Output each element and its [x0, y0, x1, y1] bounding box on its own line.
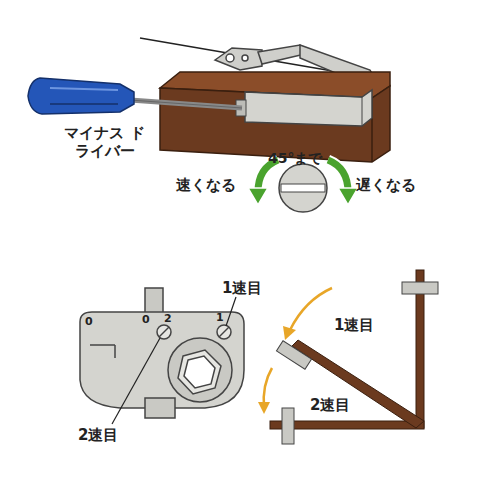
angle-label: 45°まで — [268, 150, 322, 167]
speed-label: 1速目 — [334, 316, 374, 334]
valve-body — [80, 288, 244, 418]
tool-label: マイナス ドライバー — [62, 124, 147, 160]
adjust-screw — [279, 164, 327, 212]
speed-label: 2速目 — [310, 396, 350, 414]
closing-arrows — [258, 288, 332, 414]
direction-label: 速くなる — [176, 176, 236, 194]
callout-label: 1速目 — [222, 279, 262, 297]
leader-line — [112, 338, 160, 424]
scale-number: 1 — [216, 311, 224, 324]
door-plan — [270, 270, 438, 444]
leader-line — [226, 297, 236, 326]
scale-number: 0 — [142, 313, 150, 326]
scale-number: 2 — [164, 312, 172, 325]
scale-number: 0 — [85, 315, 93, 328]
screwdriver — [28, 78, 242, 114]
callout-label: 2速目 — [78, 426, 118, 444]
direction-label: 遅くなる — [356, 176, 416, 194]
door-closer — [236, 90, 372, 126]
rotation-arrows — [248, 160, 358, 205]
